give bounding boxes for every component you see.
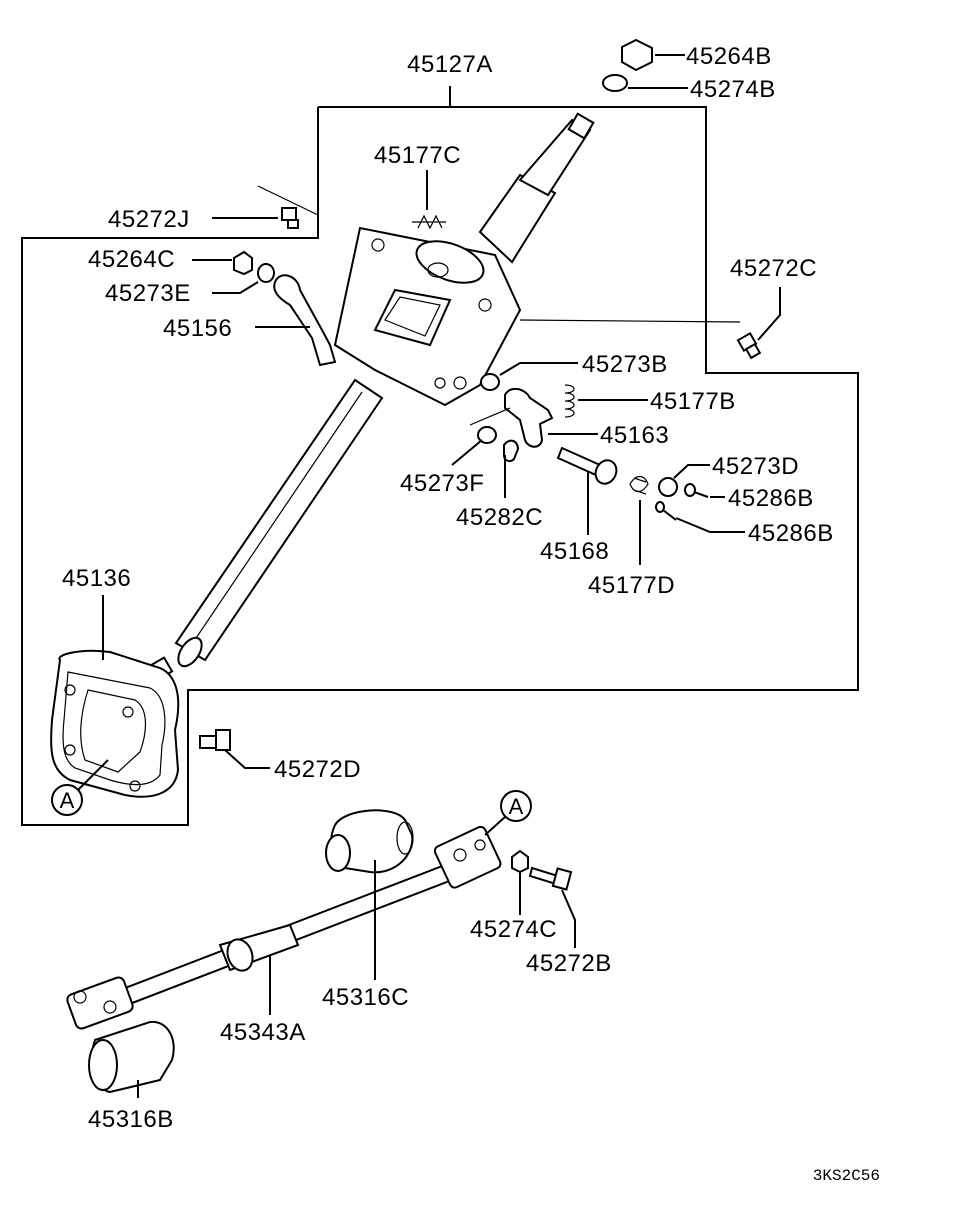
label-45273B: 45273B [582, 351, 668, 378]
clip-45282C [503, 439, 520, 463]
label-45177B: 45177B [650, 388, 736, 415]
bolt-45272B [528, 866, 573, 891]
callout-a-joint-text: A [509, 794, 524, 819]
label-45264B: 45264B [686, 43, 772, 70]
label-45274C: 45274C [470, 916, 557, 943]
washer-45273E [257, 263, 275, 283]
bush-45316B [88, 1020, 175, 1094]
bush-45316C [325, 809, 414, 874]
nut-45274C [511, 849, 529, 874]
leader-45286B-lower [675, 517, 745, 533]
washer-45273D [658, 477, 678, 497]
label-45272C: 45272C [730, 255, 817, 282]
label-45264C: 45264C [88, 246, 175, 273]
label-45272D: 45272D [274, 756, 361, 783]
callout-a-joint [500, 790, 532, 822]
leader-45272B [561, 889, 576, 948]
dash-45272C [519, 319, 741, 323]
drawing-code: 3KS2C56 [813, 1167, 880, 1185]
steering-column-assembly [150, 112, 595, 680]
leader-45273E [212, 281, 259, 294]
pin-45168 [556, 446, 618, 485]
bolt-45272C [736, 331, 762, 360]
callout-a-boot [51, 784, 83, 816]
label-45168: 45168 [540, 538, 609, 565]
intermediate-shaft-45343A [66, 825, 502, 1030]
label-45156: 45156 [163, 315, 232, 342]
label-45163: 45163 [600, 422, 669, 449]
leader-callout-a-boot [77, 759, 109, 791]
label-45177C: 45177C [374, 142, 461, 169]
label-45286B-lower: 45286B [748, 520, 834, 547]
label-45274B: 45274B [690, 76, 776, 103]
washer-45274B [602, 74, 628, 92]
leader-45273B [499, 362, 578, 376]
spring-45177C [412, 214, 446, 230]
screw-45286B-lower [655, 501, 677, 521]
nut-45264B [621, 38, 653, 72]
label-45177D: 45177D [588, 572, 675, 599]
label-45273D: 45273D [712, 453, 799, 480]
spring-45177B [564, 384, 575, 418]
nut-45264C [233, 250, 253, 276]
bolt-45272D [199, 729, 231, 751]
label-45272B: 45272B [526, 950, 612, 977]
leader-45272D [224, 749, 270, 769]
label-45127A: 45127A [407, 51, 493, 78]
leader-45272C [757, 287, 781, 341]
washer-45273B [480, 373, 500, 391]
column-boot-45136 [50, 649, 180, 798]
leader-45273F [451, 439, 483, 466]
leader-callout-a-joint [484, 816, 506, 836]
dash-45272J [257, 185, 319, 216]
leader-45273D [673, 464, 710, 479]
callout-a-boot-text: A [60, 788, 75, 813]
washer-45273F [477, 426, 497, 444]
lever-45163 [504, 387, 554, 448]
label-45136: 45136 [62, 565, 131, 592]
spring-45177D [629, 475, 649, 495]
bolt-45272J [281, 207, 299, 229]
label-45343A: 45343A [220, 1019, 306, 1046]
label-45316C: 45316C [322, 984, 409, 1011]
label-45282C: 45282C [456, 504, 543, 531]
label-45272J: 45272J [108, 206, 190, 233]
label-45286B-upper: 45286B [728, 485, 814, 512]
lever-45156 [273, 274, 337, 367]
screw-45286B-upper [684, 483, 709, 498]
assembly-group-frame [21, 106, 859, 826]
label-45273E: 45273E [105, 280, 191, 307]
label-45316B: 45316B [88, 1106, 174, 1133]
label-45273F: 45273F [400, 470, 484, 497]
dash-45163 [469, 407, 511, 426]
